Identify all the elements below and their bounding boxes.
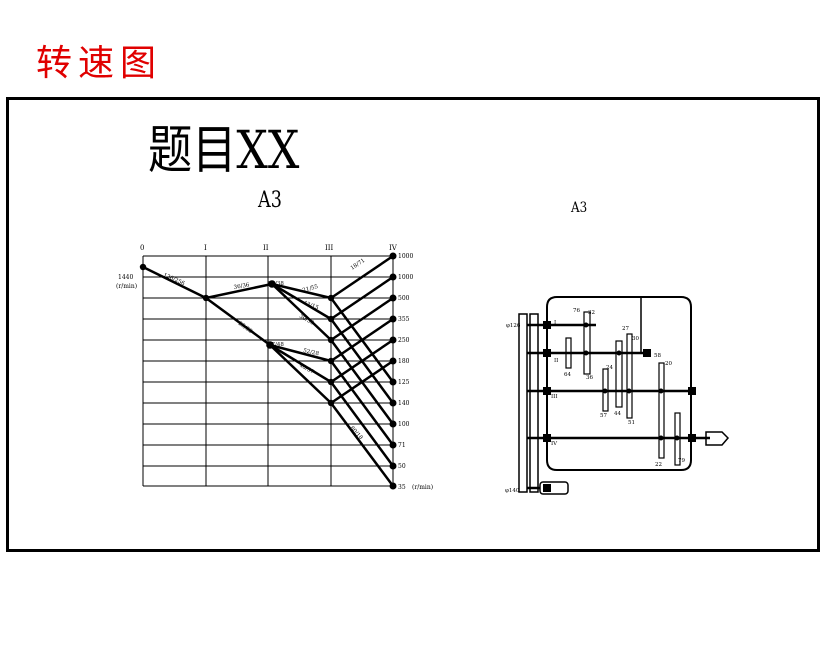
speed-value: 500: [398, 295, 410, 302]
gear-tooth-label: 24: [606, 365, 613, 371]
speed-value: 50: [398, 463, 406, 470]
speed-value: 100: [398, 421, 410, 428]
gear-ratio-label: 80/18: [349, 425, 364, 441]
shaft-label-4: IV: [389, 244, 398, 252]
shaft-label-1: I: [204, 244, 207, 252]
speed-value: 1000: [398, 253, 413, 260]
speed-value: 1000: [398, 274, 413, 281]
gear-ratio-label: 37/48: [268, 342, 284, 348]
gearbox-shaft-label: IV: [551, 441, 558, 447]
speed-value: 125: [398, 379, 410, 386]
gearbox-bearings: [543, 321, 696, 492]
gearbox-input-label: φ126: [506, 323, 521, 329]
speed-value: 71: [398, 442, 406, 449]
drawing-title: 题目XX: [148, 121, 300, 181]
gear-tooth-label: 27: [622, 326, 629, 332]
gear-tooth-label: 79: [678, 458, 685, 464]
gear-tooth-label: 58: [654, 353, 661, 359]
gearbox-motor-label: φ140: [505, 488, 520, 494]
shaft-label-2: II: [263, 244, 269, 252]
shaft-label-3: III: [325, 244, 334, 252]
speed-value: 355: [398, 316, 410, 323]
gear-tooth-label: 32: [588, 310, 595, 316]
gear-ratio-label: 26/38: [268, 281, 284, 287]
speed-nodes: [139, 252, 397, 490]
gear-ratio-label: 25/52: [237, 321, 253, 335]
gearbox-label: A3: [571, 200, 588, 216]
speed-value: 180: [398, 358, 410, 365]
slide-title: 转速图: [36, 43, 163, 84]
gear-tooth-label: 57: [600, 413, 607, 419]
speed-value: 250: [398, 337, 410, 344]
gear-tooth-label: 76: [573, 308, 580, 314]
gear-tooth-label: 22: [655, 462, 662, 468]
gear-ratio-label: 18/71: [350, 258, 367, 272]
gearbox-shaft-label: III: [551, 394, 558, 400]
gear-tooth-label: 51: [628, 420, 635, 426]
gear-ratio-label: 43/15: [302, 300, 319, 311]
speed-value: 140: [398, 400, 410, 407]
speed-diagram: [141, 254, 395, 488]
gear-ratio-label: 21/55: [302, 284, 319, 294]
output-speed-unit: (r/min): [412, 484, 433, 491]
gear-ratio-label: 52/28: [303, 348, 320, 357]
drawing-frame: [6, 97, 820, 552]
input-speed: 1440: [118, 274, 133, 281]
gearbox-shaft-label: I: [554, 320, 556, 326]
gear-tooth-label: 20: [665, 361, 672, 367]
gear-ratio-label: 126/256: [162, 272, 186, 287]
shaft-label-0: 0: [140, 244, 144, 252]
input-speed-unit: (r/min): [116, 283, 137, 290]
gear-tooth-label: 30: [632, 336, 639, 342]
gear-ratio-label: 36/36: [233, 282, 250, 291]
gearbox-shaft-label: II: [554, 358, 558, 364]
gear-tooth-label: 44: [614, 411, 621, 417]
gear-tooth-label: 36: [586, 375, 593, 381]
speed-value: 35: [398, 484, 406, 491]
speed-chart-label: A3: [258, 188, 282, 213]
gear-tooth-label: 64: [564, 372, 571, 378]
